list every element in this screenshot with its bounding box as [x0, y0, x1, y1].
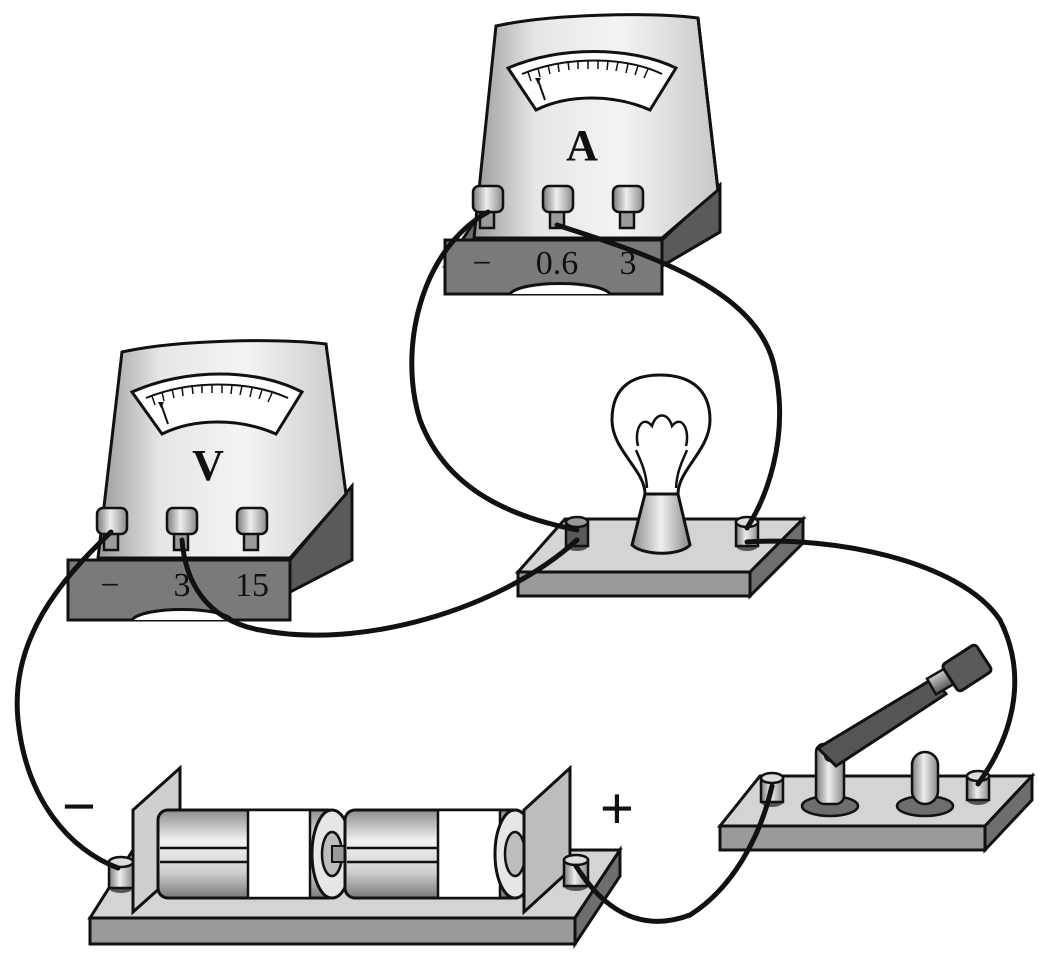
voltmeter-label-3: 3 [174, 567, 191, 604]
ammeter: A − 0.6 3 [442, 13, 722, 296]
switch-lever[interactable] [815, 643, 993, 768]
ammeter-needle [537, 79, 546, 101]
wire-voltmeter-negative-to-battery-negative[interactable] [14, 529, 121, 871]
ammeter-label-3: 3 [620, 245, 637, 282]
battery-positive-label: + [600, 776, 634, 841]
knife-switch[interactable] [716, 643, 1036, 854]
battery-cell-right [343, 808, 537, 900]
voltmeter-symbol: V [192, 441, 224, 490]
voltmeter-needle [160, 403, 169, 425]
lamp-holder [514, 373, 807, 600]
wire-lamp-to-switch[interactable] [744, 538, 1018, 787]
ammeter-dial [505, 50, 679, 112]
wire-lamp-to-voltmeter-3[interactable] [179, 537, 580, 638]
battery-cell-left [156, 808, 354, 900]
voltmeter-label-negative: − [100, 567, 119, 604]
switch-contact [895, 750, 955, 818]
voltmeter: V − 3 15 [66, 339, 354, 622]
battery-negative-label: − [62, 774, 96, 839]
wires [14, 209, 1018, 924]
wire-battery-positive-to-switch[interactable] [573, 783, 775, 924]
battery-negative-terminal[interactable] [107, 855, 135, 893]
wire-ammeter-negative-to-lamp[interactable] [409, 209, 580, 533]
ammeter-label-negative: − [472, 245, 491, 282]
wire-ammeter-0.6-to-lamp[interactable] [554, 222, 783, 531]
ammeter-terminal-3[interactable] [611, 184, 645, 230]
ammeter-label-0.6: 0.6 [536, 245, 579, 282]
ammeter-terminal-0.6[interactable] [541, 184, 575, 230]
ammeter-symbol: A [566, 121, 598, 170]
battery-holder: − + [62, 764, 634, 949]
lamp-bulb [610, 373, 712, 555]
voltmeter-dial [129, 372, 305, 436]
battery-positive-terminal[interactable] [562, 853, 590, 891]
voltmeter-terminal-15[interactable] [235, 506, 269, 552]
voltmeter-label-15: 15 [235, 567, 269, 604]
switch-terminal-left[interactable] [759, 771, 785, 807]
lamp-terminal-right[interactable] [734, 515, 760, 551]
